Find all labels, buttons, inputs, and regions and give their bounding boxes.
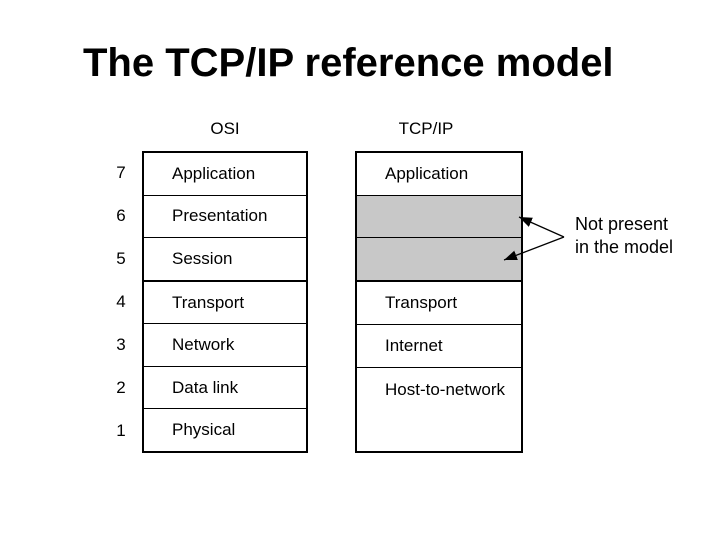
osi-row-label: Transport <box>172 292 245 312</box>
annotation-line-2: in the model <box>575 237 674 257</box>
tcpip-row-label: Transport <box>385 293 458 313</box>
osi-layer-number-5: 5 <box>116 248 126 268</box>
osi-row-datalink: Data link <box>144 367 306 410</box>
osi-layer-number-3: 3 <box>116 335 126 355</box>
osi-stack: Application Presentation Session Transpo… <box>142 151 308 453</box>
osi-row-transport: Transport <box>144 282 306 325</box>
annotation-label: Not present in the model <box>575 213 673 259</box>
tcpip-stack: Application Transport Internet Host-to-n… <box>355 151 523 453</box>
osi-layer-number-4: 4 <box>116 291 126 311</box>
osi-layer-number-1: 1 <box>116 421 126 441</box>
page-title: The TCP/IP reference model <box>83 41 614 85</box>
tcpip-row-transport: Transport <box>357 282 521 325</box>
osi-row-label: Session <box>172 248 233 268</box>
tcpip-row-label: Application <box>385 163 469 183</box>
osi-row-physical: Physical <box>144 409 306 451</box>
tcpip-row-empty-presentation <box>357 195 521 239</box>
annotation-arrow-upper <box>518 216 565 238</box>
osi-row-label: Data link <box>172 377 239 397</box>
osi-row-label: Physical <box>172 420 236 440</box>
osi-row-label: Presentation <box>172 206 268 226</box>
osi-row-label: Application <box>172 163 256 183</box>
tcpip-row-host-to-network: Host-to-network <box>357 368 521 451</box>
osi-row-network: Network <box>144 324 306 367</box>
osi-row-application: Application <box>144 153 306 196</box>
osi-row-presentation: Presentation <box>144 196 306 239</box>
osi-layer-number-6: 6 <box>116 205 126 225</box>
tcpip-row-label: Internet <box>385 335 443 355</box>
osi-column-header: OSI <box>210 119 240 138</box>
tcpip-column-header: TCP/IP <box>398 119 454 138</box>
osi-row-session: Session <box>144 238 306 282</box>
tcpip-row-internet: Internet <box>357 325 521 368</box>
tcpip-row-label: Host-to-network <box>385 379 505 399</box>
osi-layer-number-7: 7 <box>116 162 126 182</box>
annotation-line-1: Not present <box>575 214 669 234</box>
osi-row-label: Network <box>172 335 235 355</box>
tcpip-row-application: Application <box>357 153 521 196</box>
tcpip-row-empty-session <box>357 238 521 283</box>
osi-layer-numbers: 7 6 5 4 3 2 1 <box>105 151 137 453</box>
osi-layer-number-2: 2 <box>116 378 126 398</box>
